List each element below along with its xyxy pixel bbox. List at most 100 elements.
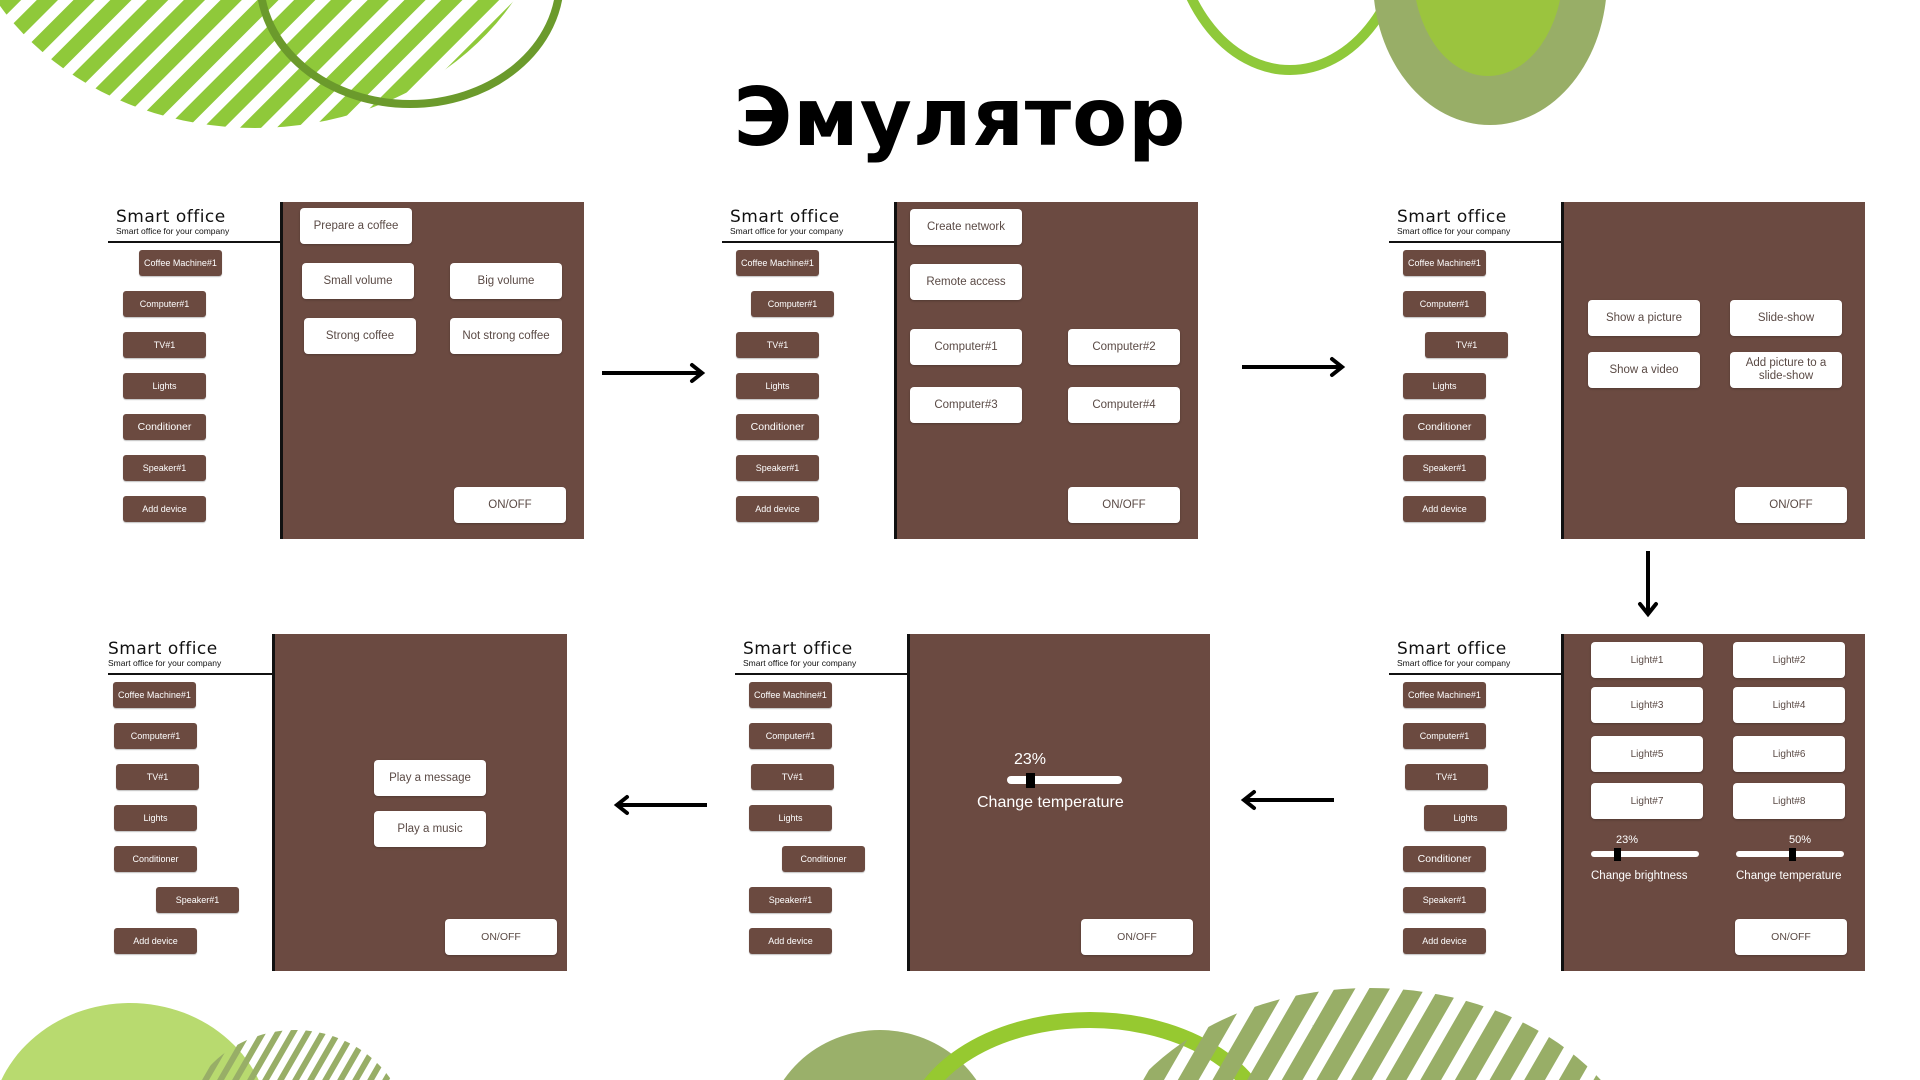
temperature-slider-thumb[interactable] — [1789, 848, 1796, 861]
brightness-slider[interactable] — [1591, 851, 1699, 857]
temperature-label: Change temperature — [1736, 870, 1842, 882]
light-2-button[interactable]: Light#2 — [1733, 642, 1845, 678]
sidebar-item-conditioner[interactable]: Conditioner — [782, 846, 865, 872]
sidebar-item-tv[interactable]: TV#1 — [1405, 764, 1488, 790]
header-divider — [108, 673, 272, 675]
play-message-button[interactable]: Play a message — [374, 760, 486, 796]
panel-computer: Smart office Smart office for your compa… — [722, 202, 1202, 539]
not-strong-coffee-button[interactable]: Not strong coffee — [450, 318, 562, 354]
on-off-button[interactable]: ON/OFF — [1068, 487, 1180, 523]
sidebar-item-computer[interactable]: Computer#1 — [123, 291, 206, 317]
on-off-button[interactable]: ON/OFF — [1081, 919, 1193, 955]
sidebar-item-computer[interactable]: Computer#1 — [751, 291, 834, 317]
decorative-shapes-bottom — [1, 988, 1601, 1080]
on-off-button[interactable]: ON/OFF — [454, 487, 566, 523]
sidebar-item-conditioner[interactable]: Conditioner — [1403, 414, 1486, 440]
sidebar-item-speaker[interactable]: Speaker#1 — [123, 455, 206, 481]
brand: Smart office Smart office for your compa… — [730, 208, 843, 236]
sidebar-item-tv[interactable]: TV#1 — [736, 332, 819, 358]
add-device-button[interactable]: Add device — [114, 928, 197, 954]
brand: Smart office Smart office for your compa… — [116, 208, 229, 236]
prepare-coffee-button[interactable]: Prepare a coffee — [300, 208, 412, 244]
sidebar-item-computer[interactable]: Computer#1 — [1403, 291, 1486, 317]
sidebar-item-coffee-machine[interactable]: Coffee Machine#1 — [1403, 682, 1486, 708]
add-device-button[interactable]: Add device — [749, 928, 832, 954]
sidebar-item-speaker[interactable]: Speaker#1 — [1403, 887, 1486, 913]
light-6-button[interactable]: Light#6 — [1733, 736, 1845, 772]
add-picture-to-slideshow-button[interactable]: Add picture to a slide-show — [1730, 352, 1842, 388]
sidebar-item-lights[interactable]: Lights — [749, 805, 832, 831]
sidebar-item-coffee-machine[interactable]: Coffee Machine#1 — [139, 250, 222, 276]
sidebar-item-lights[interactable]: Lights — [1424, 805, 1507, 831]
show-video-button[interactable]: Show a video — [1588, 352, 1700, 388]
big-volume-button[interactable]: Big volume — [450, 263, 562, 299]
sidebar-item-tv[interactable]: TV#1 — [1425, 332, 1508, 358]
light-5-button[interactable]: Light#5 — [1591, 736, 1703, 772]
on-off-button[interactable]: ON/OFF — [1735, 487, 1847, 523]
sidebar-item-computer[interactable]: Computer#1 — [749, 723, 832, 749]
computer-3-button[interactable]: Computer#3 — [910, 387, 1022, 423]
sidebar-item-speaker[interactable]: Speaker#1 — [736, 455, 819, 481]
create-network-button[interactable]: Create network — [910, 209, 1022, 245]
on-off-button[interactable]: ON/OFF — [445, 919, 557, 955]
sidebar-item-tv[interactable]: TV#1 — [116, 764, 199, 790]
device-screen: 23% Change temperature ON/OFF — [907, 634, 1210, 971]
device-screen: Prepare a coffee Small volume Big volume… — [280, 202, 584, 539]
slide-show-button[interactable]: Slide-show — [1730, 300, 1842, 336]
device-screen: Light#1 Light#2 Light#3 Light#4 Light#5 … — [1561, 634, 1865, 971]
panel-lights: Smart office Smart office for your compa… — [1389, 634, 1869, 971]
add-device-button[interactable]: Add device — [123, 496, 206, 522]
brand-title: Smart office — [743, 639, 853, 659]
device-screen: Create network Remote access Computer#1 … — [894, 202, 1198, 539]
light-1-button[interactable]: Light#1 — [1591, 642, 1703, 678]
computer-2-button[interactable]: Computer#2 — [1068, 329, 1180, 365]
arrow-right-icon — [1242, 357, 1346, 377]
sidebar-item-computer[interactable]: Computer#1 — [1403, 723, 1486, 749]
sidebar-item-conditioner[interactable]: Conditioner — [736, 414, 819, 440]
add-device-button[interactable]: Add device — [736, 496, 819, 522]
sidebar-item-speaker[interactable]: Speaker#1 — [156, 887, 239, 913]
temperature-slider-thumb[interactable] — [1026, 773, 1035, 788]
add-device-button[interactable]: Add device — [1403, 496, 1486, 522]
light-3-button[interactable]: Light#3 — [1591, 687, 1703, 723]
sidebar-item-lights[interactable]: Lights — [1403, 373, 1486, 399]
light-4-button[interactable]: Light#4 — [1733, 687, 1845, 723]
arrow-down-icon — [1638, 551, 1658, 618]
computer-1-button[interactable]: Computer#1 — [910, 329, 1022, 365]
sidebar-item-speaker[interactable]: Speaker#1 — [1403, 455, 1486, 481]
sidebar-item-conditioner[interactable]: Conditioner — [123, 414, 206, 440]
sidebar-item-lights[interactable]: Lights — [114, 805, 197, 831]
add-device-button[interactable]: Add device — [1403, 928, 1486, 954]
device-screen: Play a message Play a music ON/OFF — [272, 634, 567, 971]
temperature-slider[interactable] — [1007, 776, 1122, 784]
computer-4-button[interactable]: Computer#4 — [1068, 387, 1180, 423]
header-divider — [108, 241, 281, 243]
arrow-left-icon — [1240, 790, 1334, 810]
sidebar-item-coffee-machine[interactable]: Coffee Machine#1 — [1403, 250, 1486, 276]
show-picture-button[interactable]: Show a picture — [1588, 300, 1700, 336]
sidebar-item-lights[interactable]: Lights — [123, 373, 206, 399]
strong-coffee-button[interactable]: Strong coffee — [304, 318, 416, 354]
sidebar-item-coffee-machine[interactable]: Coffee Machine#1 — [749, 682, 832, 708]
temperature-value: 23% — [1014, 751, 1047, 768]
small-volume-button[interactable]: Small volume — [302, 263, 414, 299]
sidebar-item-tv[interactable]: TV#1 — [123, 332, 206, 358]
sidebar-item-lights[interactable]: Lights — [736, 373, 819, 399]
light-8-button[interactable]: Light#8 — [1733, 783, 1845, 819]
play-music-button[interactable]: Play a music — [374, 811, 486, 847]
brightness-slider-thumb[interactable] — [1614, 848, 1621, 861]
panel-tv: Smart office Smart office for your compa… — [1389, 202, 1869, 539]
decorative-shapes-top — [0, 0, 1606, 128]
sidebar-item-tv[interactable]: TV#1 — [751, 764, 834, 790]
brand-subtitle: Smart office for your company — [1397, 226, 1511, 236]
light-7-button[interactable]: Light#7 — [1591, 783, 1703, 819]
sidebar-item-computer[interactable]: Computer#1 — [114, 723, 197, 749]
on-off-button[interactable]: ON/OFF — [1735, 919, 1847, 955]
remote-access-button[interactable]: Remote access — [910, 264, 1022, 300]
sidebar-item-conditioner[interactable]: Conditioner — [114, 846, 197, 872]
sidebar-item-speaker[interactable]: Speaker#1 — [749, 887, 832, 913]
brand-subtitle: Smart office for your company — [743, 658, 857, 668]
sidebar-item-coffee-machine[interactable]: Coffee Machine#1 — [113, 682, 196, 708]
sidebar-item-coffee-machine[interactable]: Coffee Machine#1 — [736, 250, 819, 276]
sidebar-item-conditioner[interactable]: Conditioner — [1403, 846, 1486, 872]
